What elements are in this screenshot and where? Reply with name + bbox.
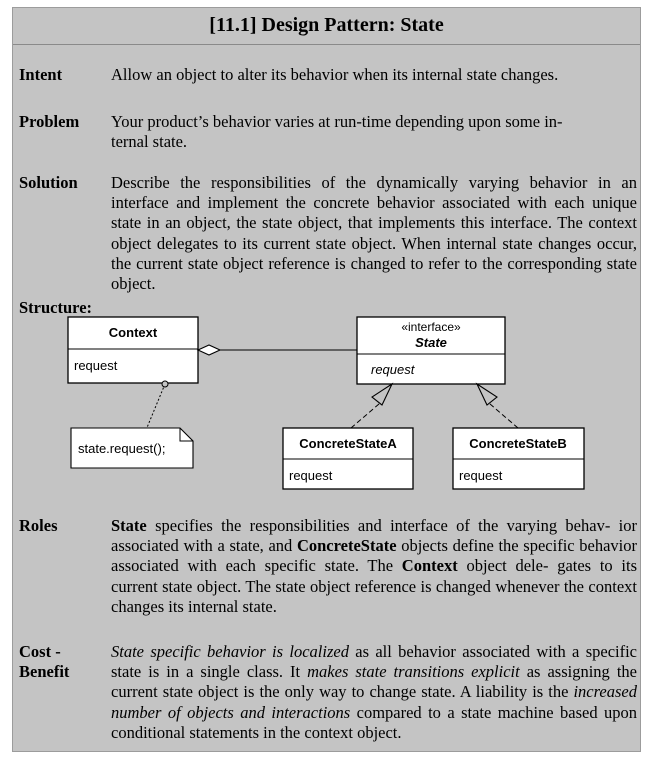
cost-liability-phrase: increased number of objects and interact… (111, 682, 637, 722)
uml-class-diagram: Context request «interface» State reques… (67, 316, 585, 490)
cost-text-part-1: as all behavior associated with a specif… (111, 642, 637, 682)
intent-label: Intent (19, 65, 63, 84)
roles-state-term: State (111, 516, 147, 535)
pattern-card: [11.1] Design Pattern: State Intent Allo… (12, 7, 641, 752)
cost-text-part-2: as assigning the current state object is… (111, 662, 637, 702)
note: state.request(); (70, 427, 194, 469)
concrete-state-b-operation: request (459, 468, 503, 483)
page-title: [11.1] Design Pattern: State (209, 14, 444, 36)
roles-concretestate-term: ConcreteState (296, 536, 397, 556)
cost-label-line-1: Cost - (19, 642, 61, 661)
context-class-name: Context (109, 325, 158, 340)
note-text: state.request(); (78, 441, 165, 456)
concrete-state-a-name: ConcreteStateA (299, 436, 397, 451)
aggregation-association (196, 344, 357, 356)
problem-text: Your product’s behavior varies at run-ti… (111, 112, 637, 152)
context-operation: request (74, 358, 118, 373)
roles-text-part-3: object dele- gates to its current state … (111, 556, 637, 616)
state-interface: «interface» State request (356, 316, 506, 385)
state-operation: request (371, 362, 416, 377)
state-interface-name: State (415, 335, 447, 350)
roles-text: State specifies the responsibilities and… (111, 516, 637, 617)
cost-benefit-label: Cost - Benefit (19, 642, 69, 682)
problem-line-2: ternal state. (111, 132, 188, 152)
realization-b (475, 382, 519, 429)
cost-benefit-text: State specific behavior is localized as … (111, 642, 637, 743)
cost-text-part-3: compared to a state machine based upon c… (111, 702, 638, 742)
title-divider (13, 44, 640, 45)
roles-text-part-1: specifies the responsibilities and inter… (111, 516, 637, 556)
solution-label: Solution (19, 173, 78, 192)
problem-line-1: Your product’s behavior varies at run-ti… (111, 112, 563, 131)
note-link (145, 380, 169, 431)
problem-label: Problem (19, 112, 80, 131)
structure-label: Structure: (19, 298, 93, 317)
cost-label-line-2: Benefit (19, 662, 70, 681)
cost-explicit-phrase: makes state transitions explicit (307, 662, 520, 682)
concrete-state-b-name: ConcreteStateB (469, 436, 567, 451)
concrete-state-a-operation: request (289, 468, 333, 483)
concrete-state-a-class: ConcreteStateA request (282, 427, 414, 490)
context-class: Context request (67, 316, 199, 384)
roles-label: Roles (19, 516, 58, 535)
concrete-state-b-class: ConcreteStateB request (452, 427, 585, 490)
solution-text: Describe the responsibilities of the dyn… (111, 173, 637, 294)
intent-text: Allow an object to alter its behavior wh… (111, 65, 559, 84)
roles-text-part-2: objects define the specific behavior ass… (111, 536, 637, 576)
roles-context-term: Context (401, 556, 458, 576)
state-stereotype: «interface» (401, 320, 461, 334)
cost-localized-phrase: State specific behavior is localized (111, 642, 349, 661)
realization-a (350, 382, 394, 429)
